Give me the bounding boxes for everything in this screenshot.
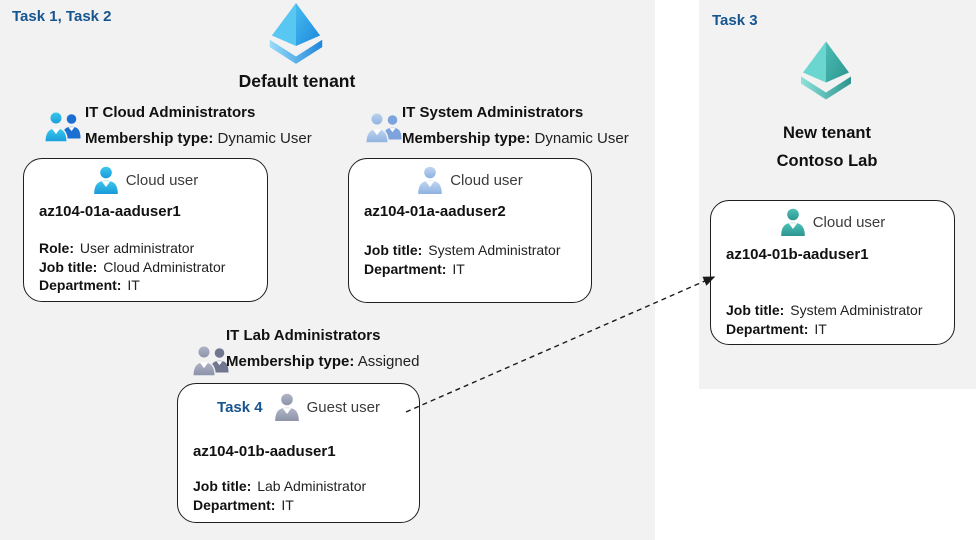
default-tenant-title: Default tenant (238, 71, 356, 91)
field-line: Job title: Lab Administrator (193, 477, 366, 496)
user-fields: Role: User administrator Job title: Clou… (39, 239, 225, 295)
field-line: Job title: System Administrator (364, 241, 561, 260)
field-value: IT (814, 320, 827, 337)
field-value: IT (452, 260, 465, 277)
field-label: Department: (364, 260, 447, 277)
card-header: Cloud user (24, 166, 267, 195)
cloud-user-card-2: Cloud user az104-01a-aaduser2 Job title:… (348, 158, 592, 303)
cloud-user-icon (93, 166, 118, 194)
field-line: Department: IT (39, 276, 225, 295)
user-fields: Job title: Lab Administrator Department:… (193, 477, 366, 514)
group-membership: Membership type: Dynamic User (402, 130, 629, 147)
membership-label: Membership type: (85, 130, 214, 147)
field-value: Lab Administrator (257, 478, 367, 494)
field-line: Department: IT (364, 260, 561, 279)
group-title: IT System Administrators (402, 104, 584, 121)
field-label: Job title: (39, 258, 98, 275)
user-type-label: Cloud user (812, 214, 886, 231)
field-label: Job title: (726, 302, 785, 318)
membership-value: Dynamic User (534, 130, 629, 147)
field-label: Role: (39, 240, 74, 256)
field-line: Role: User administrator (39, 239, 225, 258)
field-value: System Administrator (790, 302, 923, 318)
membership-label: Membership type: (402, 130, 531, 147)
group-title: IT Lab Administrators (226, 327, 381, 344)
field-value: User administrator (79, 240, 195, 256)
field-label: Department: (39, 277, 122, 293)
cloud-user-card-1: Cloud user az104-01a-aaduser1 Role: User… (23, 158, 268, 302)
user-type-label: Cloud user (125, 172, 199, 189)
membership-value: Assigned (357, 353, 420, 370)
field-line: Department: IT (726, 320, 923, 339)
new-tenant-cloud-user-card: Cloud user az104-01b-aaduser1 Job title:… (710, 200, 955, 345)
azure-ad-tenant-icon (801, 41, 851, 100)
task-4-label: Task 4 (217, 399, 263, 416)
field-value: IT (281, 496, 294, 513)
new-tenant-title-line2: Contoso Lab (776, 152, 878, 170)
task-1-2-label: Task 1, Task 2 (12, 8, 112, 25)
field-value: Cloud Administrator (103, 258, 226, 275)
user-name: az104-01b-aaduser1 (193, 443, 336, 460)
user-fields: Job title: System Administrator Departme… (726, 301, 923, 338)
new-tenant-title-line1: New tenant (782, 124, 871, 142)
field-line: Job title: Cloud Administrator (39, 258, 225, 277)
group-title: IT Cloud Administrators (85, 104, 256, 121)
field-label: Department: (193, 496, 276, 513)
field-line: Department: IT (193, 496, 366, 515)
field-value: System Administrator (428, 242, 561, 258)
membership-label: Membership type: (226, 353, 355, 370)
group-users-icon (44, 111, 81, 143)
field-value: IT (127, 277, 140, 293)
card-header: Cloud user (711, 208, 954, 237)
group-users-icon (192, 345, 229, 377)
cloud-user-icon (418, 166, 443, 194)
group-membership: Membership type: Assigned (226, 353, 419, 370)
user-name: az104-01b-aaduser1 (726, 246, 869, 263)
user-name: az104-01a-aaduser2 (364, 203, 506, 220)
card-header: Cloud user (349, 166, 591, 195)
guest-user-icon (274, 393, 299, 421)
field-label: Department: (726, 320, 809, 337)
task-3-label: Task 3 (712, 12, 758, 29)
user-type-label: Cloud user (450, 172, 523, 189)
group-users-icon (365, 112, 402, 144)
card-header: Task 4 Guest user (178, 393, 419, 422)
user-fields: Job title: System Administrator Departme… (364, 241, 561, 278)
field-line: Job title: System Administrator (726, 301, 923, 320)
field-label: Job title: (364, 242, 423, 258)
field-label: Job title: (193, 478, 252, 494)
user-name: az104-01a-aaduser1 (39, 203, 181, 220)
cloud-user-icon (780, 208, 805, 236)
guest-user-card: Task 4 Guest user az104-01b-aaduser1 Job… (177, 383, 420, 523)
azure-ad-tenant-icon (269, 3, 323, 64)
membership-value: Dynamic User (217, 130, 312, 147)
group-membership: Membership type: Dynamic User (85, 130, 312, 147)
user-type-label: Guest user (306, 399, 380, 416)
